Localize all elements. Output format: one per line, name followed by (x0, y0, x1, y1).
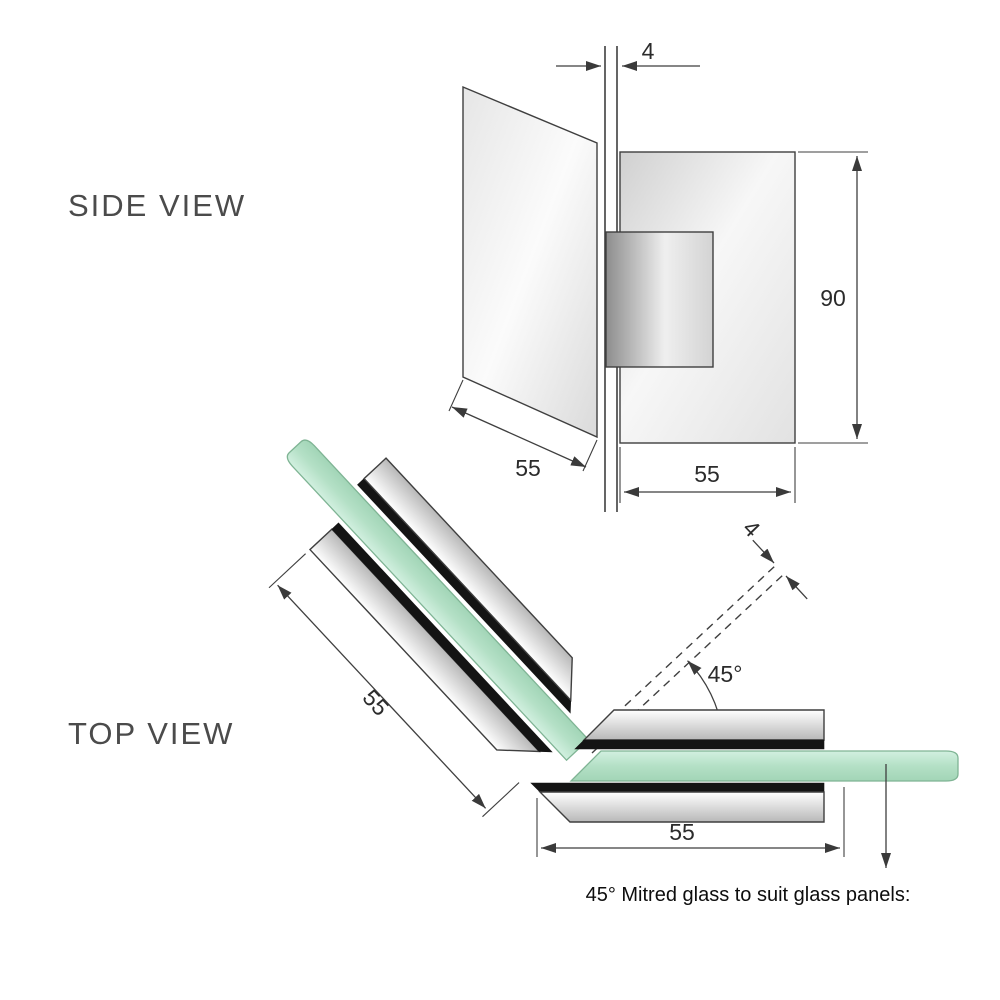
angled-hinge-plate-upper (363, 457, 573, 702)
wall-glass-panel (462, 85, 598, 439)
panel-width-ext-line-left (448, 379, 464, 412)
angled-panel-assembly (268, 439, 590, 818)
hinge-height-label: 90 (820, 285, 846, 311)
mitre-angle-label: 45° (708, 661, 743, 687)
angled-glass-panel (286, 439, 590, 762)
mitre-gap-dim-upper-arrow (752, 539, 775, 564)
mitre-note-text: 45° Mitred glass to suit glass panels: (586, 884, 911, 906)
straight-glass-panel (569, 750, 959, 782)
hinge-knuckle (605, 231, 714, 368)
straight-hinge-plate-bottom (538, 791, 825, 823)
angled-plate-length-ext-line-near (482, 782, 520, 818)
straight-hinge-plate-top (582, 709, 825, 741)
panel-width-dim-line (451, 406, 587, 468)
angled-plate-length-label: 55 (358, 684, 394, 720)
side-view-title: SIDE VIEW (68, 188, 246, 223)
glass-thickness-label: 4 (642, 38, 655, 64)
top-view-title: TOP VIEW (68, 716, 234, 751)
angled-plate-length-ext-line-far (268, 553, 306, 589)
straight-plate-gasket-top (574, 739, 825, 750)
straight-plate-length-label: 55 (669, 819, 695, 845)
mitre-gap-label: 4 (738, 515, 766, 542)
angled-plate-length-dim-line (277, 584, 487, 809)
straight-plate-gasket-bottom (530, 782, 825, 793)
mitre-gap-dim-lower-arrow (785, 575, 808, 600)
panel-width-label: 55 (515, 455, 541, 481)
hinge-width-label: 55 (694, 461, 720, 487)
